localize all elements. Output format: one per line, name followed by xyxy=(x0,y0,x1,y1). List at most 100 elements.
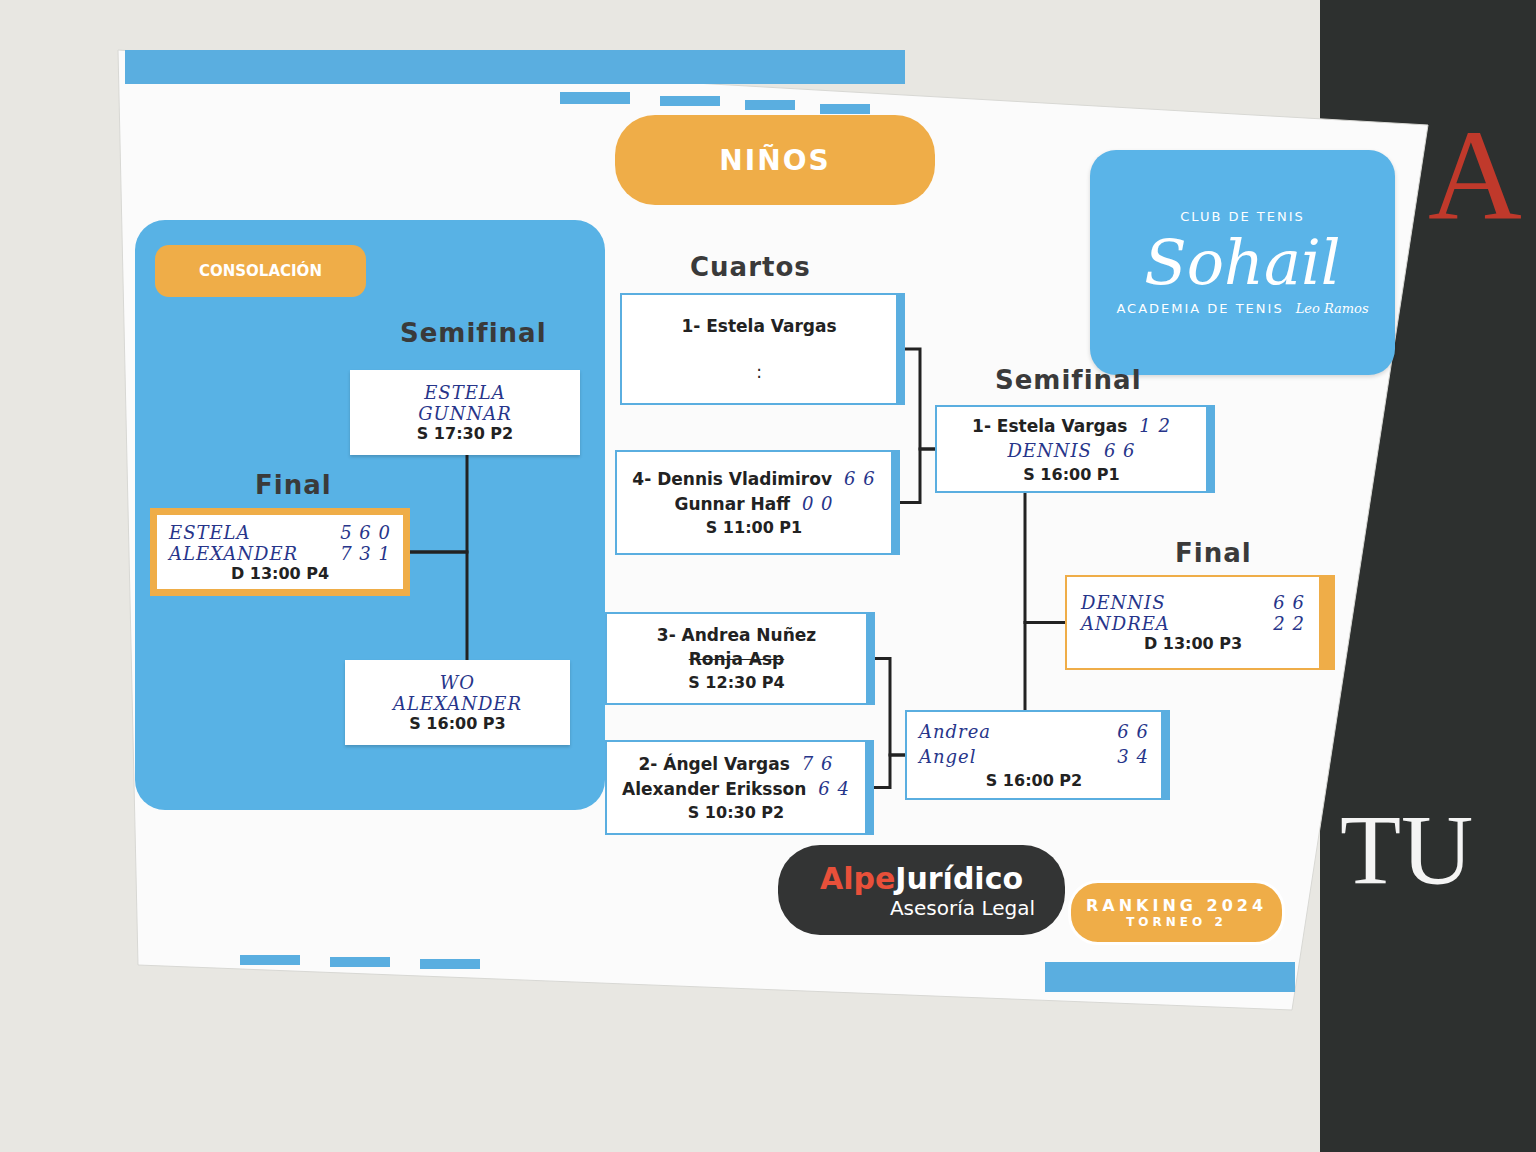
stripe xyxy=(745,100,795,110)
text-row: ANDREA 2 2 xyxy=(1081,613,1305,634)
handwritten-text: 7 6 xyxy=(802,753,834,774)
match-time: S 16:00 P2 xyxy=(986,771,1082,790)
match-time: S 12:30 P4 xyxy=(688,673,784,692)
handwritten-text: Andrea xyxy=(919,721,991,742)
handwritten-text: 7 3 1 xyxy=(340,543,391,564)
sponsor-name: Alpe xyxy=(820,861,895,896)
handwritten-text: ALEXANDER xyxy=(393,693,522,714)
bracket-line xyxy=(905,349,935,449)
bracket-line xyxy=(1025,493,1065,623)
bracket-line xyxy=(410,552,467,660)
poster-letter: A xyxy=(1428,110,1522,240)
match-box: Andrea 6 6 Angel 3 4 S 16:00 P2 xyxy=(905,710,1170,800)
handwritten-text: WO xyxy=(440,672,475,693)
text-row: : xyxy=(634,340,884,382)
stripe xyxy=(560,92,630,104)
player-name: 1- Estela Vargas xyxy=(972,416,1127,436)
match-box: 1- Estela Vargas: xyxy=(620,293,905,405)
text-row: Asesoría Legal xyxy=(808,896,1035,920)
stripe xyxy=(420,959,480,969)
text-row: DENNIS 6 6 xyxy=(1081,592,1305,613)
handwritten-text: 3 4 xyxy=(1117,746,1149,767)
match-box: 2- Ángel Vargas7 6Alexander Eriksson6 4S… xyxy=(605,740,874,835)
text-row: S 17:30 P2 xyxy=(364,424,566,443)
bracket-line xyxy=(900,449,935,503)
ranking-badge: RANKING 2024TORNEO 2 xyxy=(1068,880,1285,945)
handwritten-text: DENNIS xyxy=(1081,592,1166,613)
match-time: S 16:00 P3 xyxy=(409,714,505,733)
match-time: S 16:00 P1 xyxy=(1023,465,1119,484)
text-row: S 16:00 P3 xyxy=(359,714,556,733)
handwritten-text: 6 6 xyxy=(1104,440,1136,461)
handwritten-text: 0 0 xyxy=(802,493,834,514)
handwritten-text: 6 6 xyxy=(1117,721,1149,742)
text-row: 1- Estela Vargas xyxy=(634,316,884,336)
match-time: D 13:00 P3 xyxy=(1144,634,1242,653)
text-row: TORNEO 2 xyxy=(1081,915,1272,929)
text-row: S 10:30 P2 xyxy=(619,803,853,822)
stripe xyxy=(660,96,720,106)
consolation-panel-ground xyxy=(135,220,605,810)
bracket-line xyxy=(875,659,905,756)
logo-script: Sohail xyxy=(1144,224,1340,302)
stripe xyxy=(330,957,390,967)
player-name: 3- Andrea Nuñez xyxy=(657,625,816,645)
text-row: 3- Andrea Nuñez xyxy=(619,625,854,645)
text-row: 1- Estela Vargas 1 2 xyxy=(949,415,1194,436)
title-pill: NIÑOS xyxy=(615,115,935,205)
text-row: S 11:00 P1 xyxy=(629,518,879,537)
paper-sheet xyxy=(118,50,1428,1010)
handwritten-text: 2 2 xyxy=(1273,613,1305,634)
section-pill: CONSOLACIÓN xyxy=(155,245,366,297)
handwritten-text: 6 6 xyxy=(1273,592,1305,613)
text-row: GUNNAR xyxy=(364,403,566,424)
handwritten-text: ALEXANDER xyxy=(169,543,298,564)
round-heading: Semifinal xyxy=(400,318,547,348)
handwritten-text: 1 2 xyxy=(1139,415,1171,436)
logo-text: ACADEMIA DE TENIS xyxy=(1116,301,1283,316)
logo-text: CLUB DE TENIS xyxy=(1180,209,1305,224)
match-box: 3- Andrea NuñezRonja Asp S 12:30 P4 xyxy=(605,612,875,705)
bracket-line xyxy=(1025,623,1065,711)
match-box: 4- Dennis Vladimirov6 6 Gunnar Haff 0 0S 1… xyxy=(615,450,900,555)
handwritten-text: ANDREA xyxy=(1081,613,1170,634)
text-row: Angel 3 4 xyxy=(919,746,1149,767)
text-row: Sohail xyxy=(1104,224,1381,302)
text-row: DENNIS 6 6 xyxy=(949,440,1194,461)
round-heading: Final xyxy=(1175,538,1252,568)
round-heading: Semifinal xyxy=(995,365,1142,395)
match-box: ESTELAGUNNARS 17:30 P2 xyxy=(350,370,580,455)
match-time: S 17:30 P2 xyxy=(417,424,513,443)
text-row: 4- Dennis Vladimirov6 6 xyxy=(629,468,879,489)
player-name: Gunnar Haff xyxy=(674,494,790,514)
text-row: CONSOLACIÓN xyxy=(155,245,366,297)
text-row: ESTELA 5 6 0 xyxy=(169,522,391,543)
match-time: S 11:00 P1 xyxy=(706,518,802,537)
text-row: D 13:00 P4 xyxy=(169,564,391,583)
logo-signature: Leo Ramos xyxy=(1296,301,1369,316)
text-row: 2- Ángel Vargas 7 6 xyxy=(619,753,853,774)
text-row: Ronja Asp xyxy=(619,649,854,669)
text-row: Gunnar Haff 0 0 xyxy=(629,493,879,514)
round-heading: Cuartos xyxy=(690,252,811,282)
handwritten-text: DENNIS xyxy=(1007,440,1092,461)
text-row: Andrea 6 6 xyxy=(919,721,1149,742)
handwritten-text: 5 6 0 xyxy=(340,522,391,543)
text-row: ESTELA xyxy=(364,382,566,403)
stripe xyxy=(125,50,905,84)
separator-mark: : xyxy=(756,362,762,382)
handwritten-text: ESTELA xyxy=(169,522,251,543)
text-row: ALEXANDER xyxy=(359,693,556,714)
player-name: 2- Ángel Vargas xyxy=(639,754,790,774)
consolation-panel: CONSOLACIÓNESTELAGUNNARS 17:30 P2ESTELA5… xyxy=(135,220,605,810)
handwritten-text: Angel xyxy=(919,746,977,767)
player-name: Ronja Asp xyxy=(689,649,785,669)
handwritten-text: GUNNAR xyxy=(418,403,512,424)
poster-text: TU xyxy=(1340,800,1473,900)
text-row: ACADEMIA DE TENIS Leo Ramos xyxy=(1104,301,1381,316)
sponsor-badge: AlpeJurídicoAsesoría Legal xyxy=(778,845,1065,935)
handwritten-text: 6 4 xyxy=(818,778,850,799)
match-time: S 10:30 P2 xyxy=(688,803,784,822)
stripe xyxy=(820,104,870,114)
sponsor-name: Jurídico xyxy=(895,861,1023,896)
